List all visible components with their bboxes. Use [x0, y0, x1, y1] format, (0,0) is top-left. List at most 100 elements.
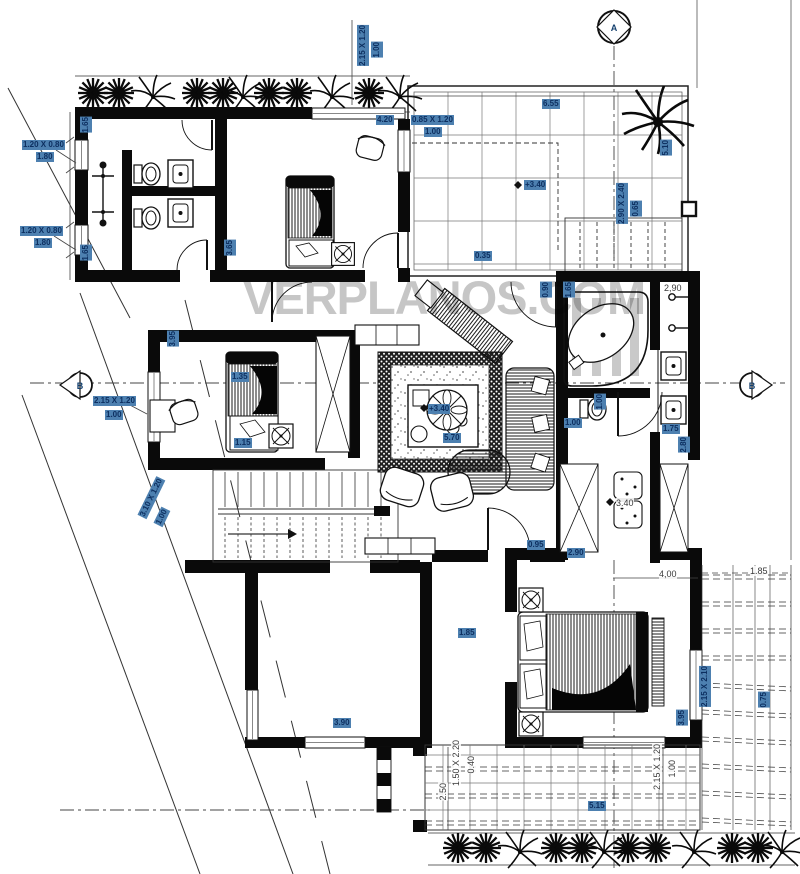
dim-label: 2.15 X 1.20 [93, 396, 136, 406]
dim-label: 1.50 X 2.20 [451, 740, 461, 787]
wardrobe [659, 463, 689, 553]
cabinet [354, 324, 420, 346]
window [246, 689, 259, 741]
master-bedroom [517, 587, 665, 737]
door [510, 281, 557, 328]
dim-label: 5.10 [660, 140, 672, 156]
desk-chair [168, 398, 199, 426]
planter-bottom [428, 829, 800, 869]
dim-label: 1.00 [594, 394, 606, 410]
window [304, 736, 366, 749]
ceiling-fan-icon [268, 423, 294, 449]
level-label: 3.40 [616, 498, 634, 508]
dim-label: 2.90 [567, 548, 585, 558]
dim-label: 2.50 [438, 783, 448, 801]
bathtub [563, 291, 649, 387]
dim-label: 2,90 [664, 283, 682, 293]
dim-label: 1.85 [458, 628, 476, 638]
dim-label: 4.20 [376, 115, 394, 125]
sink-icon [660, 395, 687, 425]
dim-label: 0.85 X 1.20 [411, 115, 454, 125]
section-markers: A B B [58, 9, 774, 401]
bathroom-1 [92, 159, 194, 230]
desk [149, 399, 176, 433]
wardrobe [559, 463, 599, 553]
dim-label: 2.15 X 1.20 [652, 744, 662, 791]
dim-label: 1.65 [80, 245, 92, 261]
bathroom-2 [563, 291, 688, 432]
svg-text:A: A [611, 23, 618, 33]
dim-label: 0.35 [474, 251, 492, 261]
window [397, 129, 411, 173]
door [487, 507, 531, 551]
dim-label: 1.35 [231, 372, 249, 382]
svg-text:B: B [77, 381, 84, 391]
toilet-icon [133, 206, 161, 230]
door [181, 119, 213, 151]
towel-bar-icon [668, 293, 688, 301]
bedroom-2 [149, 335, 359, 453]
toilet-icon [133, 162, 161, 186]
closet-hall [559, 463, 689, 553]
dim-label: 2.15 X 2.10 [699, 666, 711, 707]
bed [517, 611, 665, 713]
dim-label: 4,00 [659, 569, 677, 579]
dim-label: 1.00 [667, 760, 677, 778]
dim-label: 1.00 [424, 127, 442, 137]
ceiling-fan-icon [331, 242, 355, 266]
sink-icon [167, 159, 194, 189]
towel-bar-icon [668, 324, 688, 332]
door [176, 239, 208, 271]
armchair [429, 472, 475, 512]
dimension-lines [53, 20, 790, 830]
window [74, 139, 89, 171]
towel-rail-icon [92, 161, 114, 227]
door [362, 232, 399, 269]
level-label: +3.40 [428, 404, 451, 414]
plant-icon [441, 829, 800, 869]
dim-label: 0.95 [527, 540, 545, 550]
dim-label: 0.90 [540, 282, 552, 298]
dim-label: 1.15 [234, 438, 252, 448]
armchair [379, 466, 425, 508]
dim-label: 1.85 [750, 566, 768, 576]
door [271, 281, 313, 323]
dim-label: 3.65 [224, 240, 236, 256]
svg-text:B: B [749, 381, 756, 391]
dim-label: 1.00 [105, 410, 123, 420]
dim-label: 1.75 [662, 424, 680, 434]
desk-chair [355, 135, 386, 161]
section-marker-right: B [739, 369, 774, 401]
wall-tv [352, 368, 359, 408]
section-marker-left: B [58, 369, 93, 401]
dim-label: 1.20 X 0.80 [20, 226, 63, 236]
dim-label: 5.15 [588, 801, 606, 811]
dim-label: 1.65 [80, 117, 92, 133]
watermark: VERPLANOS.COM [243, 271, 646, 324]
windows [74, 107, 703, 749]
wardrobe [315, 335, 351, 453]
scale-strip [376, 746, 392, 813]
dim-label: 2.15 X 1.20 [357, 25, 369, 66]
dim-label: 1.00 [371, 42, 383, 58]
door [617, 391, 663, 437]
staircase [212, 469, 399, 563]
dim-label: 2.90 X 2.40 [616, 183, 628, 224]
dim-label: 1.80 [34, 238, 52, 248]
dim-label: 5.70 [443, 433, 461, 443]
dim-label: 0.65 [630, 201, 642, 217]
sideboard [364, 537, 436, 555]
dim-label: 1.00 [564, 418, 582, 428]
bedroom-1 [285, 135, 386, 269]
level-marker-icon [420, 181, 614, 506]
bed [285, 175, 335, 269]
tv-console [414, 279, 514, 365]
dim-label: 1.65 [563, 282, 575, 298]
dim-label: 0.75 [758, 692, 770, 708]
section-marker-top: A [596, 9, 632, 45]
column-post [680, 200, 698, 218]
sink-icon [660, 351, 687, 381]
ceiling-fan-icon [518, 711, 544, 737]
dim-label: 1.20 X 0.80 [22, 140, 65, 150]
window [582, 736, 666, 749]
